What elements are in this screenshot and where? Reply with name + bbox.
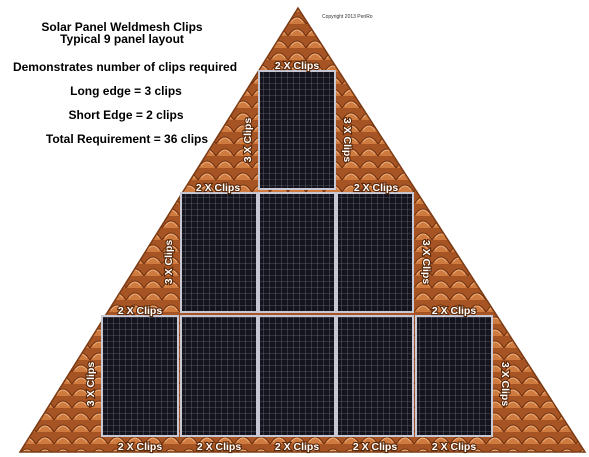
- clip-label-row2-left-top: 2 X Clips: [196, 182, 241, 194]
- clip-label-top: 2 X Clips: [275, 60, 320, 72]
- solar-panel-6: [180, 315, 258, 437]
- clip-labels: 2 X Clips 2 X Clips 2 X Clips 2 X Clips 2 X …: [84, 59, 513, 454]
- solar-panel-5: [101, 315, 179, 437]
- solar-panel-9: [415, 315, 493, 437]
- clip-label-bottom-4: 2 X Clips: [353, 441, 398, 453]
- solar-panel-3: [258, 192, 336, 313]
- solar-panel-2: [180, 192, 258, 313]
- solar-panel-7: [258, 315, 336, 437]
- clip-label-bottom-5: 2 X Clips: [432, 441, 477, 453]
- clip-label-bottom-2: 2 X Clips: [197, 441, 242, 453]
- clip-label-row2-left-side: 3 X Clips: [163, 240, 175, 285]
- total-requirement-note: Total Requirement = 36 clips: [45, 132, 209, 146]
- demonstrates-note: Demonstrates number of clips required: [12, 60, 238, 74]
- clip-label-row3-left-top: 2 X Clips: [118, 305, 163, 317]
- clip-label-row3-right-side: 3 X Clips: [499, 362, 511, 407]
- clip-label-row2-right-side: 3 X Clips: [420, 240, 432, 285]
- clip-label-row3-right-top: 2 X Clips: [432, 305, 477, 317]
- solar-panel-array: [101, 70, 493, 437]
- diagram-title: Solar Panel Weldmesh Clips: [41, 20, 203, 34]
- clip-label-row2-right-top: 2 X Clips: [354, 182, 399, 194]
- short-edge-note: Short Edge = 2 clips: [68, 108, 184, 122]
- diagram-subtitle: Typical 9 panel layout: [60, 32, 184, 46]
- clip-label-bottom-3: 2 X Clips: [275, 441, 320, 453]
- solar-panel-1: [258, 70, 336, 190]
- clip-label-top-left-side: 3 X Clips: [242, 118, 254, 163]
- copyright-notice: Copyright 2013 PeriRo: [322, 14, 373, 20]
- solar-panel-4: [336, 192, 414, 313]
- clip-label-top-right-side: 3 X Clips: [341, 118, 353, 163]
- clip-label-bottom-1: 2 X Clips: [118, 441, 163, 453]
- clip-label-row3-left-side: 3 X Clips: [85, 362, 97, 407]
- solar-panel-8: [336, 315, 414, 437]
- long-edge-note: Long edge = 3 clips: [70, 84, 182, 98]
